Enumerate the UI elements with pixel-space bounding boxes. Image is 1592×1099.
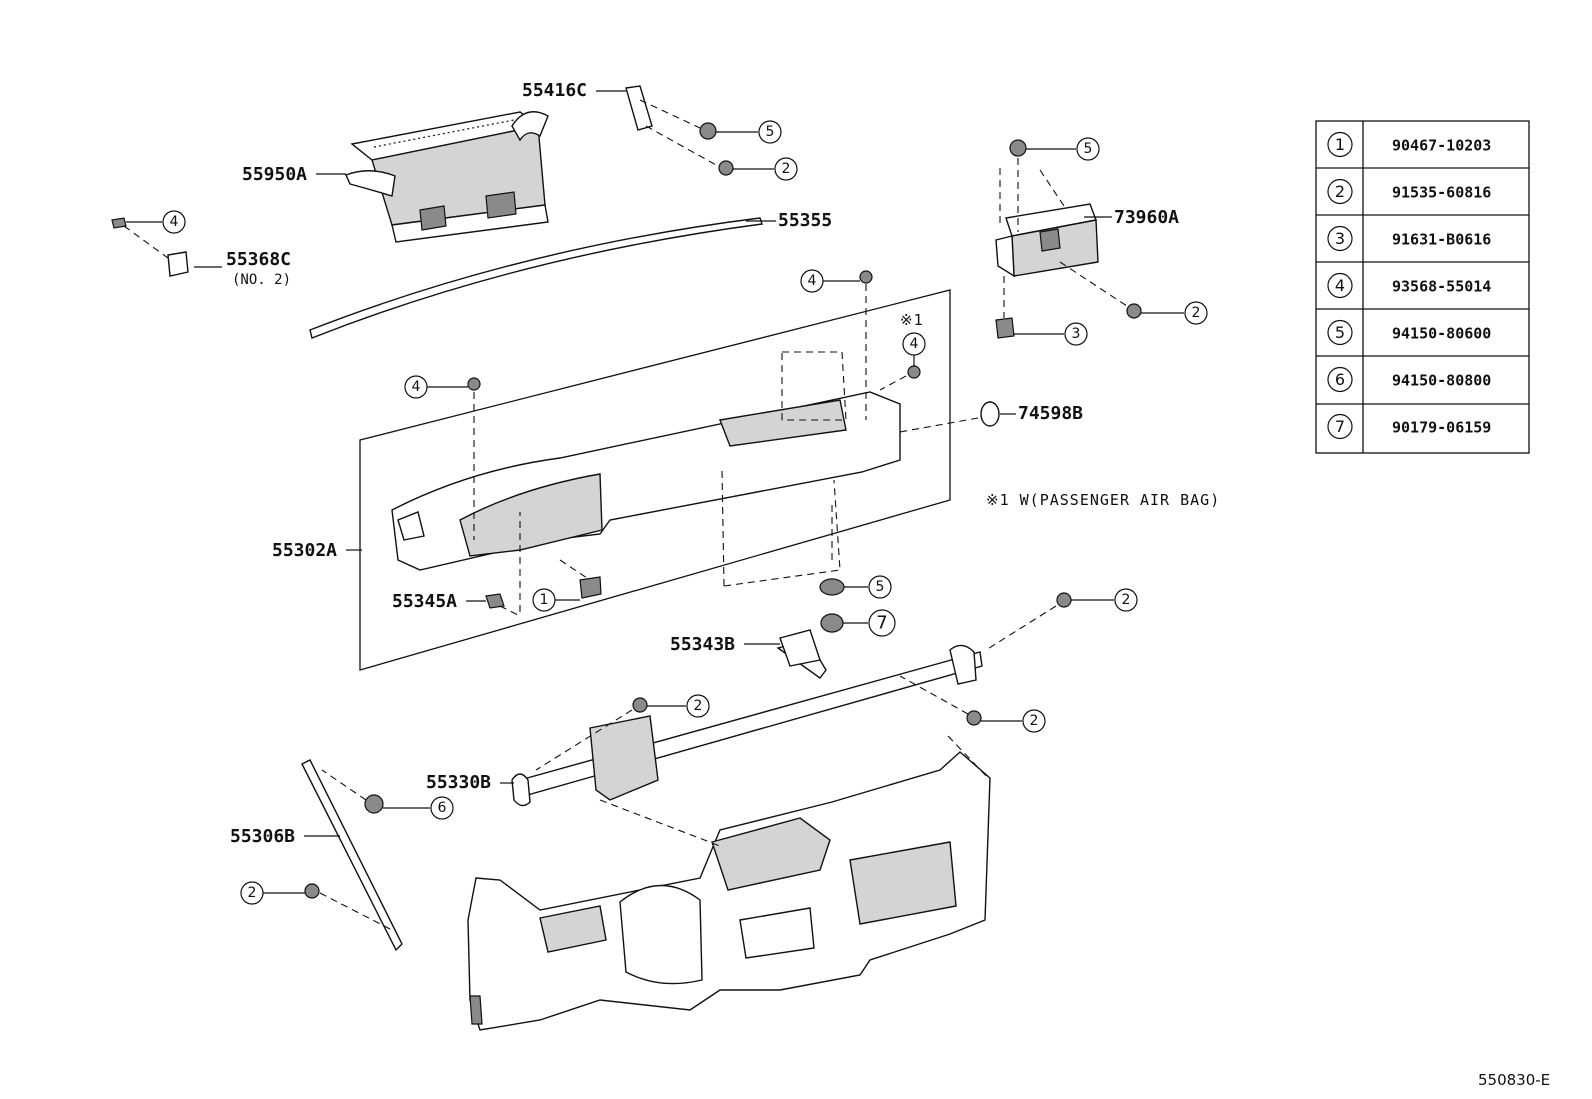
table-row-part-number: 90179-06159 [1392,419,1491,437]
airbag-note: ※1 W(PASSENGER AIR BAG) [986,491,1220,509]
table-row-number: 2 [1335,182,1345,201]
callout-num-5-a: 5 [766,124,775,140]
hardware-table: 1 90467-10203 2 91535-60816 3 91631-B0616 4 935… [1315,120,1530,454]
table-row-part-number: 91631-B0616 [1392,231,1491,249]
table-row-circle [1327,272,1353,299]
callout-55416C: 55416C [522,80,587,101]
note-mark: ※1 [900,311,924,329]
callout-num-2-b: 2 [1192,305,1201,321]
table-row-part-number: 94150-80800 [1392,372,1491,390]
callout-55368C-sub: (NO. 2) [232,272,291,288]
callout-55306B: 55306B [230,826,295,847]
table-row-circle [1327,131,1353,158]
callout-73960A: 73960A [1114,207,1179,228]
table-row-number: 7 [1335,417,1345,436]
table-row-part-number: 93568-55014 [1392,278,1491,296]
table-row-number: 3 [1335,229,1345,248]
table-row-number: 1 [1335,135,1345,154]
callout-num-2-a: 2 [782,161,791,177]
callout-55302A: 55302A [272,540,337,561]
part-callouts: 55416C 55950A 55368C (NO. 2) 55355 73960… [194,80,1179,847]
callout-num-4-c: 4 [910,336,919,352]
callout-num-4-a: 4 [170,214,179,230]
defroster-nozzle [345,111,549,243]
table-row-number: 5 [1335,323,1345,342]
table-row-part-number: 90467-10203 [1392,137,1491,155]
table-row-number: 4 [1335,276,1345,295]
dashed-guides [123,99,1131,931]
table-row-circle [1327,319,1353,346]
table-row-circle [1327,225,1353,252]
table-row-part-number: 91535-60816 [1392,184,1491,202]
callout-num-1: 1 [540,592,549,608]
table-row-circle [1327,178,1353,205]
circled-callouts: 5 2 4 5 2 3 4 ※1 4 4 1 [126,120,1208,905]
callout-74598B: 74598B [1018,403,1083,424]
callout-num-7: 7 [876,613,887,634]
table-row-number: 6 [1335,370,1345,389]
callout-num-2-f: 2 [248,885,257,901]
diagram-code: 550830-E [1478,1071,1550,1089]
callout-num-5-c: 5 [876,579,885,595]
callout-num-3: 3 [1072,326,1081,342]
passenger-airbag [995,203,1099,278]
safety-pad-group [359,289,951,671]
callout-num-2-d: 2 [1030,713,1039,729]
lower-instrument-panel [467,751,991,1031]
table-row-part-number: 94150-80600 [1392,325,1491,343]
callout-num-2-e: 2 [694,698,703,714]
lower-brace [301,759,403,952]
table-row-circle [1327,413,1353,440]
callout-num-4-b: 4 [808,273,817,289]
small-fasteners [111,85,1142,899]
callout-55330B: 55330B [426,772,491,793]
callout-num-4-d: 4 [412,379,421,395]
callout-num-6: 6 [438,800,447,816]
dash-seal-strip [309,217,763,339]
callout-num-2-c: 2 [1122,592,1131,608]
callout-num-5-b: 5 [1084,141,1093,157]
callout-55355: 55355 [778,210,832,231]
table-row-circle [1327,366,1353,393]
callout-55343B: 55343B [670,634,735,655]
callout-55950A: 55950A [242,164,307,185]
callout-55345A: 55345A [392,591,457,612]
callout-55368C: 55368C [226,249,291,270]
